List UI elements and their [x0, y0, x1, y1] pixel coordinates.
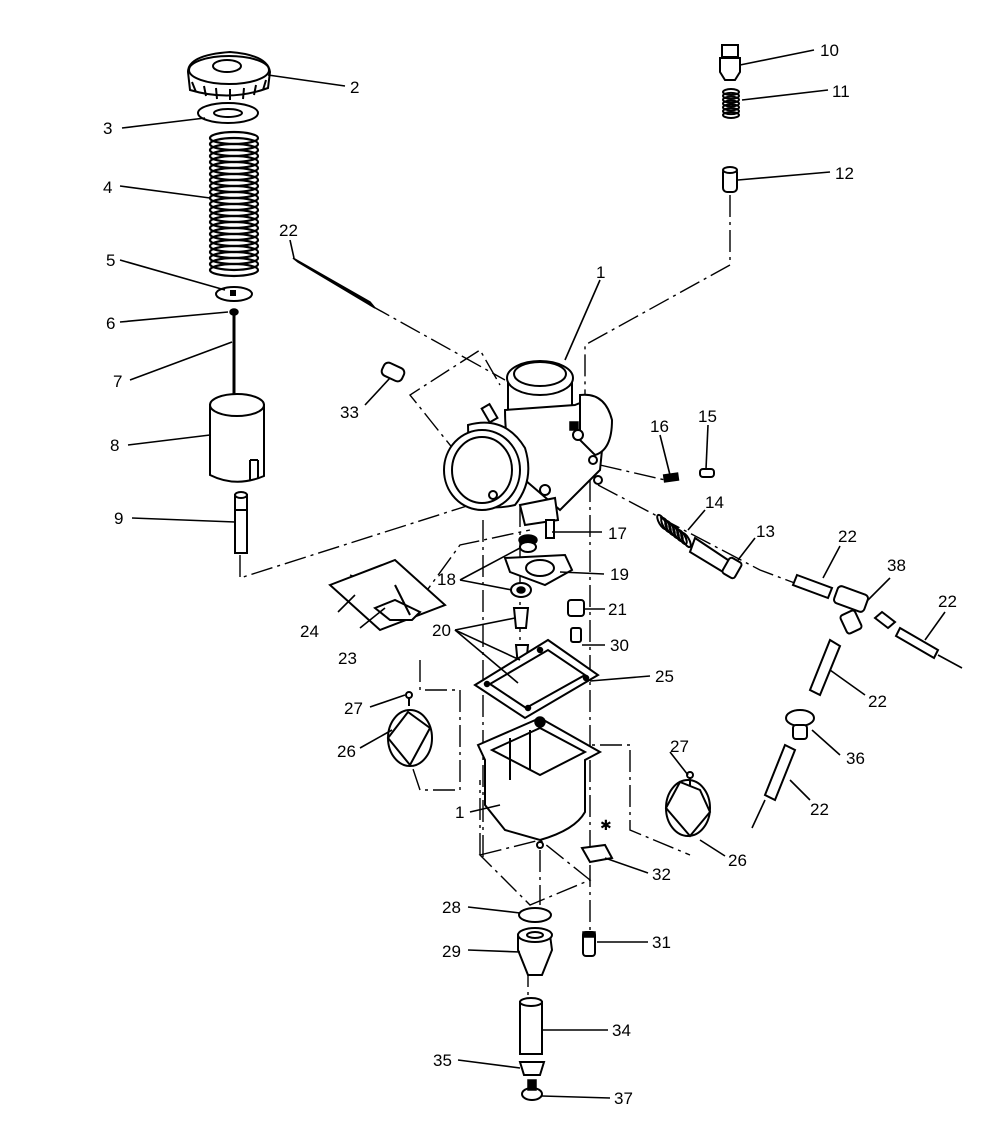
callout-19: 19 [610, 565, 629, 584]
callout-35: 35 [433, 1051, 452, 1070]
callout-28: 28 [442, 898, 461, 917]
callout-29: 29 [442, 942, 461, 961]
spring-coil [722, 99, 740, 108]
main-jet-oring [518, 907, 552, 923]
spring-coil [722, 103, 740, 112]
callout-17: 17 [608, 524, 627, 543]
callout-13: 13 [756, 522, 775, 541]
vent-hose-assembly [751, 573, 963, 829]
callout-12: 12 [835, 164, 854, 183]
pilot-jet-parts [567, 599, 585, 643]
right-float [664, 771, 712, 838]
callout-22d: 22 [868, 692, 887, 711]
plate-screw [545, 519, 555, 539]
left-float [386, 691, 433, 767]
drain-screw [582, 931, 596, 957]
callout-24: 24 [300, 622, 319, 641]
callout-26a: 26 [337, 742, 356, 761]
air-fitting [719, 44, 741, 81]
callout-33: 33 [340, 403, 359, 422]
callout-26b: 26 [728, 851, 747, 870]
callout-18: 18 [437, 570, 456, 589]
callout-37: 37 [614, 1089, 633, 1108]
callout-5: 5 [106, 251, 115, 270]
jet-holder [517, 927, 554, 976]
throttle-slide [209, 393, 265, 483]
float-bowl [476, 716, 603, 849]
spring-coil [208, 256, 260, 272]
callout-25: 25 [655, 667, 674, 686]
callout-22c: 22 [938, 592, 957, 611]
throttle-stop-screw [656, 513, 743, 580]
callout-38: 38 [887, 556, 906, 575]
spring-coil [722, 111, 740, 119]
spring-coil [208, 262, 260, 278]
callout-10: 10 [820, 41, 839, 60]
baffle-plate [503, 553, 574, 587]
callout-23: 23 [338, 649, 357, 668]
callout-11: 11 [832, 82, 850, 101]
needle-jet [234, 491, 248, 554]
svg-text:✱: ✱ [600, 817, 612, 833]
callout-22b: 22 [838, 527, 857, 546]
spring-seat [215, 286, 253, 302]
callout-7: 7 [113, 372, 122, 391]
callout-9: 9 [114, 509, 123, 528]
spring-coil [722, 107, 740, 116]
callout-4: 4 [103, 178, 112, 197]
callout-22a: 22 [279, 221, 298, 240]
callout-2: 2 [350, 78, 359, 97]
callout-36: 36 [846, 749, 865, 768]
callout-27b: 27 [670, 737, 689, 756]
bottom-bolt [521, 1079, 543, 1101]
spring-coil [722, 91, 740, 100]
spring-coil [722, 95, 740, 104]
leader-lines [119, 49, 946, 1099]
callout-labels: 2 3 4 5 6 7 8 9 10 11 12 22 1 33 16 15 1… [103, 41, 957, 1108]
callout-16: 16 [650, 417, 669, 436]
callout-31: 31 [652, 933, 671, 952]
callout-1a: 1 [596, 263, 605, 282]
needle-clip [229, 308, 239, 316]
callout-27a: 27 [344, 699, 363, 718]
tube-clip [518, 1061, 546, 1076]
top-cap [186, 50, 272, 100]
cap-washer [197, 102, 259, 124]
fitting-spring [722, 88, 740, 119]
bowl-clip: ✱ [580, 817, 614, 864]
callout-30: 30 [610, 636, 629, 655]
callout-6: 6 [106, 314, 115, 333]
callout-8: 8 [110, 436, 119, 455]
throttle-spring [208, 130, 260, 278]
fitting-cap [722, 166, 738, 193]
callout-22e: 22 [810, 800, 829, 819]
callout-1b: 1 [455, 803, 464, 822]
callout-32: 32 [652, 865, 671, 884]
idle-screw-parts [662, 468, 715, 483]
callout-3: 3 [103, 119, 112, 138]
float-bowl-gasket [473, 638, 600, 720]
carburetor-body [443, 360, 614, 546]
drain-tube [519, 997, 543, 1055]
pilot-tube-upper [292, 257, 376, 309]
callout-14: 14 [705, 493, 724, 512]
spring-coil [680, 531, 692, 549]
callout-34: 34 [612, 1021, 631, 1040]
callout-15: 15 [698, 407, 717, 426]
float-arm-plate [328, 558, 447, 632]
spring-coil [722, 88, 740, 96]
callout-20: 20 [432, 621, 451, 640]
plug [380, 361, 406, 383]
callout-21: 21 [608, 600, 627, 619]
